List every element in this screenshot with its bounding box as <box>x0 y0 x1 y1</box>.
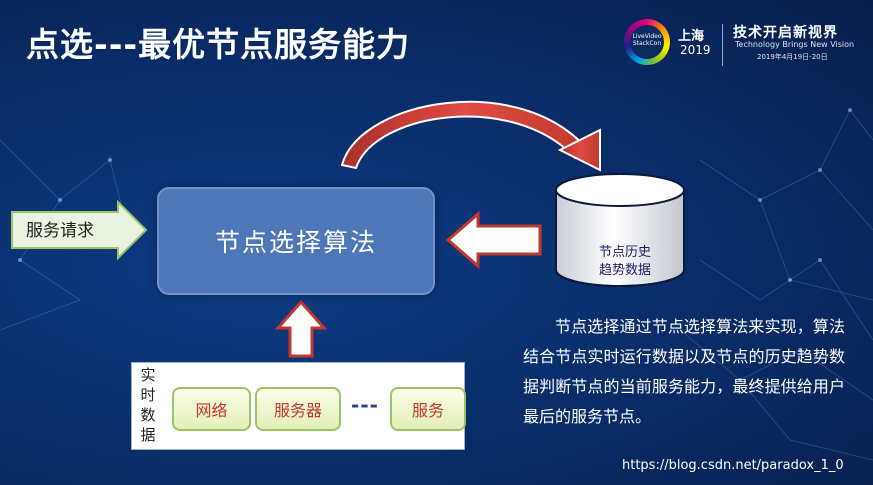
logo-text: LiveVideo StackCon <box>632 33 662 47</box>
realtime-data-label: 实 时 数 据 <box>140 365 156 445</box>
history-db-label: 节点历史 趋势数据 <box>590 244 660 280</box>
node-selection-algorithm-box: 节点选择算法 <box>157 187 435 295</box>
service-request-label: 服务请求 <box>26 221 94 241</box>
service-request-arrow <box>11 199 148 261</box>
realtime-label-char: 据 <box>140 426 156 444</box>
history-db-line-2: 趋势数据 <box>598 263 651 278</box>
ellipsis-dashes: --- <box>351 393 379 417</box>
realtime-label-char: 数 <box>140 406 156 424</box>
history-database-cylinder <box>555 173 685 287</box>
network-chip: 网络 <box>172 387 251 431</box>
slide-title: 点选---最优节点服务能力 <box>26 25 411 64</box>
livevideostackcon-logo: LiveVideo StackCon <box>624 19 670 65</box>
header-divider <box>722 24 723 66</box>
curved-feedback-arrow <box>340 100 601 172</box>
event-city: 上海 <box>678 29 705 44</box>
slogan-chinese: 技术开启新视界 <box>733 25 838 41</box>
slogan-date: 2019年4月19日-20日 <box>757 53 828 61</box>
event-year: 2019 <box>680 43 711 57</box>
algorithm-label: 节点选择算法 <box>214 228 377 257</box>
realtime-to-algorithm-arrow <box>274 299 328 358</box>
history-db-line-1: 节点历史 <box>598 245 651 260</box>
description-text: 节点选择通过节点选择算法来实现，算法结合节点实时运行数据以及节点的历史趋势数据判… <box>523 317 845 426</box>
csdn-watermark: https://blog.csdn.net/paradox_1_0 <box>622 458 844 473</box>
slogan-english: Technology Brings New Vision <box>735 40 855 49</box>
realtime-data-panel: 实 时 数 据 网络 服务器 --- 服务 <box>131 362 466 450</box>
server-chip: 服务器 <box>255 387 341 431</box>
realtime-label-char: 时 <box>140 386 156 404</box>
service-chip: 服务 <box>390 387 466 431</box>
realtime-label-char: 实 <box>140 366 156 384</box>
history-to-algorithm-arrow <box>445 210 542 270</box>
